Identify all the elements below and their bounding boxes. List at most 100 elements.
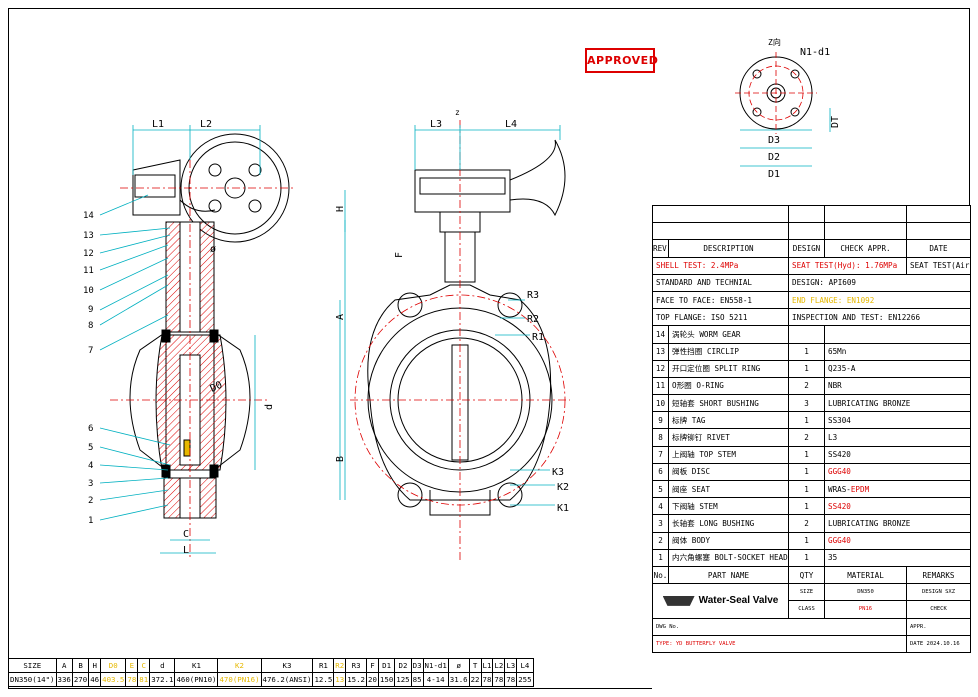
side-section-view xyxy=(129,133,290,519)
part-qty: 2 xyxy=(788,514,825,533)
part-qty: 1 xyxy=(788,342,825,361)
balloon-9: 9 xyxy=(88,305,93,315)
material-header: MATERIAL xyxy=(824,565,907,585)
dim-value-cell: 270 xyxy=(71,672,90,687)
balloon-5: 5 xyxy=(88,443,93,453)
part-material: 65Mn xyxy=(824,342,971,361)
part-name: 内六角螺塞 BOLT-SOCKET HEAD xyxy=(668,548,789,567)
balloon-10: 10 xyxy=(83,286,94,296)
balloon-11: 11 xyxy=(83,266,94,276)
part-material: 35 xyxy=(824,548,971,567)
balloon-2: 2 xyxy=(88,496,93,506)
check-appr-header: CHECK APPR. xyxy=(824,239,907,258)
part-qty: 2 xyxy=(788,376,825,396)
table-cell: CHECK xyxy=(906,600,971,619)
z-mark: z xyxy=(455,108,460,117)
balloon-8: 8 xyxy=(88,321,93,331)
dim-label-l3: L3 xyxy=(430,119,442,130)
title-row-3: DWG No.APPR. xyxy=(652,617,971,636)
table-cell: DATE 2024.10.16 xyxy=(906,634,971,653)
part-name: O形圈 O-RING xyxy=(668,376,789,396)
dim-value-cell: 78 xyxy=(492,672,506,687)
balloon-12: 12 xyxy=(83,249,94,259)
dim-value-cell: 125 xyxy=(394,672,412,687)
dim-value-cell: 46 xyxy=(88,672,102,687)
part-name: 涡轮头 WORM GEAR xyxy=(668,325,789,344)
table-cell: DN350 xyxy=(824,583,907,602)
dim-label-a: A xyxy=(335,314,346,320)
balloon-1: 1 xyxy=(88,516,93,526)
part-qty: 1 xyxy=(788,479,825,499)
remarks-header: REMARKS xyxy=(906,565,971,585)
dim-header-cell: R1 xyxy=(312,658,335,673)
part-name-header: PART NAME xyxy=(668,565,789,585)
dim-header-cell: D3 xyxy=(410,658,424,673)
part-material: GGG40 xyxy=(824,531,971,550)
part-number: 9 xyxy=(652,411,669,430)
dim-header-cell: C xyxy=(137,658,151,673)
dim-header-cell: R3 xyxy=(345,658,368,673)
part-qty xyxy=(788,325,825,344)
dim-value-cell: 372.1 xyxy=(149,672,176,687)
revision-row-empty xyxy=(652,204,971,224)
dim-label-l: L xyxy=(183,545,189,556)
dim-label-b: B xyxy=(335,456,346,462)
front-centerlines xyxy=(350,120,570,560)
table-cell: DWG No. xyxy=(652,617,907,636)
dim-label-f: F xyxy=(394,252,405,258)
part-qty: 1 xyxy=(788,445,825,464)
part-material: NBR xyxy=(824,376,971,396)
seat-test-hyd: SEAT TEST(Hyd): 1.76MPa xyxy=(788,256,907,275)
dim-header-cell: L1 xyxy=(480,658,494,673)
part-number: 8 xyxy=(652,428,669,447)
dimension-lines xyxy=(99,108,831,554)
part-number: 6 xyxy=(652,462,669,482)
dim-header-cell: T xyxy=(468,658,482,673)
part-material: L3 xyxy=(824,428,971,447)
part-material: Q235-A xyxy=(824,359,971,378)
company-logo-cell: Water-Seal Valve xyxy=(652,583,789,619)
dim-value-cell: 78 xyxy=(125,672,139,687)
dim-header-cell: R2 xyxy=(333,658,347,673)
table-cell xyxy=(906,204,971,224)
qty-header: QTY xyxy=(788,565,825,585)
dim-label-d2: D2 xyxy=(768,152,780,163)
part-qty: 3 xyxy=(788,394,825,413)
part-material: SS304 xyxy=(824,411,971,430)
part-name: 阀座 SEAT xyxy=(668,479,789,499)
dim-header-cell: F xyxy=(366,658,379,673)
dim-value-cell: 12.5 xyxy=(312,672,335,687)
part-balloons: 14 13 12 11 10 9 8 7 6 5 4 3 2 1 xyxy=(83,211,94,526)
k-label-k2: K2 xyxy=(557,482,569,493)
dim-header-cell: d xyxy=(149,658,176,673)
table-cell xyxy=(906,222,971,241)
part-material: SS420 xyxy=(824,445,971,464)
z-direction: Z向 xyxy=(768,37,781,47)
table-cell: APPR. xyxy=(906,617,971,636)
part-name: 阀板 DISC xyxy=(668,462,789,482)
part-material: LUBRICATING BRONZE xyxy=(824,514,971,533)
dim-value-cell: 255 xyxy=(516,672,534,687)
part-qty: 1 xyxy=(788,531,825,550)
dim-value-cell: 20 xyxy=(366,672,379,687)
company-name: Water-Seal Valve xyxy=(698,595,779,607)
part-qty: 1 xyxy=(788,497,825,516)
dim-value-cell: 403.5 xyxy=(100,672,127,687)
dim-header-cell: SIZE xyxy=(8,658,57,673)
dim-label-d1: D1 xyxy=(768,169,780,180)
dim-label-phi: ø xyxy=(210,244,216,255)
